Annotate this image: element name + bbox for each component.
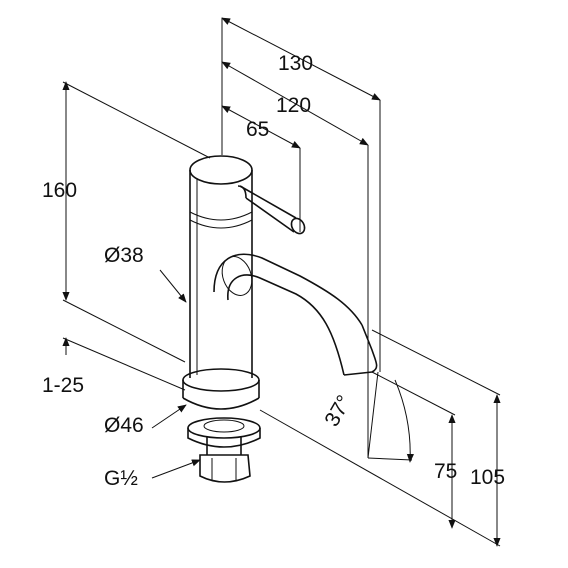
lever-handle — [237, 185, 306, 235]
dim-handle-width-label: 65 — [246, 118, 269, 141]
dim-thread-height-label: 1-25 — [42, 374, 84, 397]
dim-base-diameter-label: Ø46 — [104, 414, 144, 437]
dim-body-diameter-label: Ø38 — [104, 244, 144, 267]
tap-body — [189, 155, 253, 378]
dim-spout-angle-label: 37° — [320, 391, 356, 430]
dim-spout-width-label: 120 — [276, 94, 311, 117]
dim-outlet-height-label: 105 — [470, 466, 505, 489]
dim-overall-width-label: 130 — [278, 52, 313, 75]
angle-arc — [367, 371, 414, 463]
extension-lines — [62, 18, 501, 547]
dim-total-height-label: 160 — [42, 179, 77, 202]
dimension-120-line — [221, 61, 369, 146]
dimension-65-line — [221, 105, 301, 149]
spout — [213, 253, 378, 376]
leader-lines — [151, 269, 201, 479]
base-assembly — [182, 368, 261, 483]
dim-spout-height-label: 75 — [434, 460, 457, 483]
dim-thread-size-label: G½ — [104, 467, 138, 490]
